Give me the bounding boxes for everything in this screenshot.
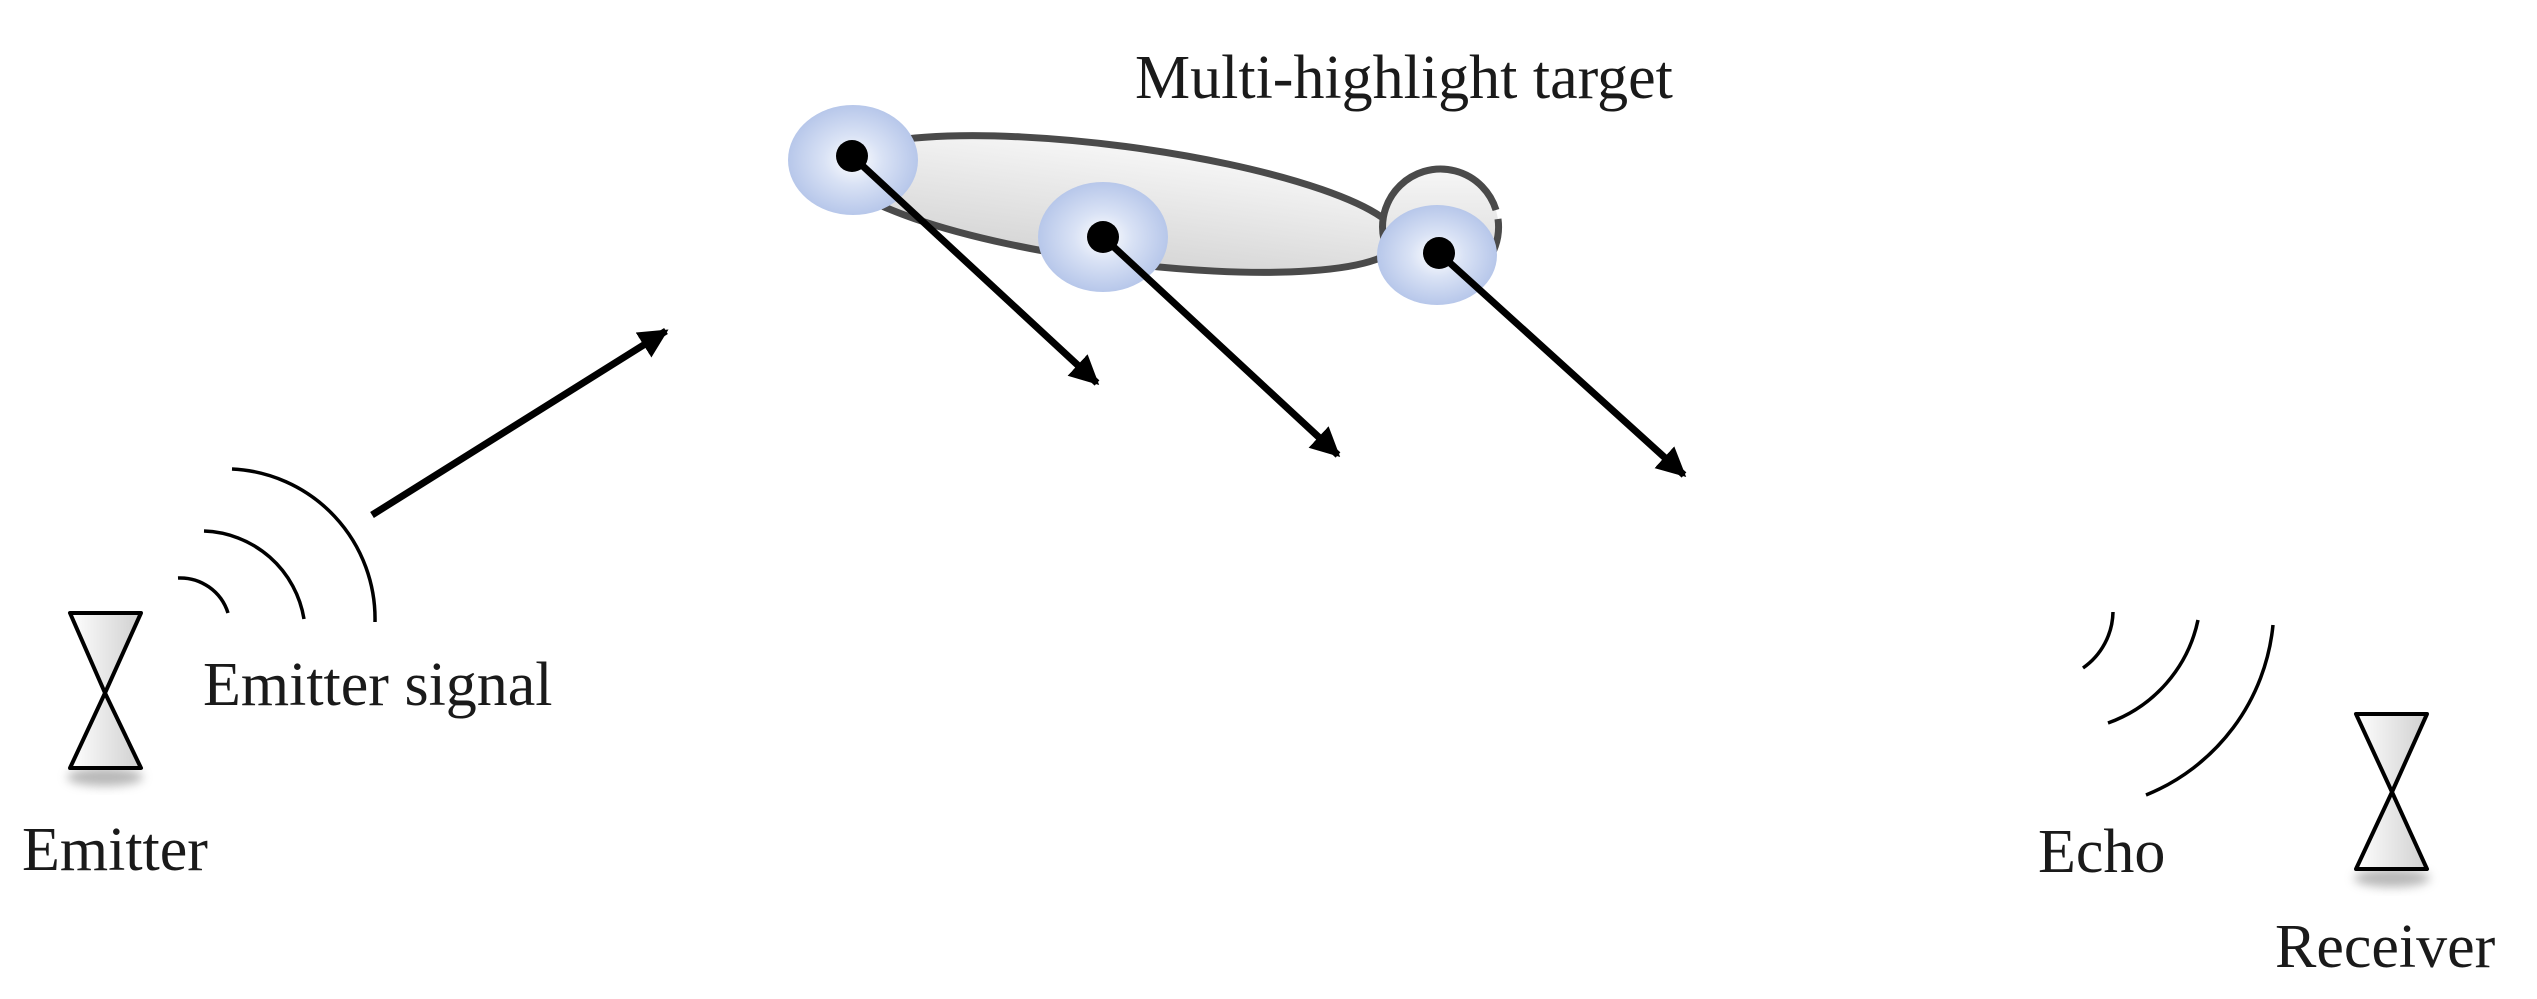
echo-label: Echo — [2038, 818, 2165, 886]
emitter-label: Emitter — [22, 816, 208, 884]
emitter-signal-arrow — [370, 328, 669, 518]
echo-arrow-1 — [849, 153, 1100, 386]
multi-highlight-target: Multi-highlight target — [788, 44, 1687, 478]
echo-arrow-2 — [1100, 234, 1341, 458]
emitter-transducer-icon — [67, 611, 143, 786]
emitter-wave-arcs-icon — [177, 467, 377, 623]
echo-wave-arcs-icon — [2081, 611, 2275, 797]
echo-arrow-3 — [1436, 250, 1687, 478]
receiver-group: Echo Receiver — [2038, 611, 2496, 981]
emitter-group: Emitter signal Emitter — [22, 328, 669, 884]
emitter-signal-label: Emitter signal — [203, 651, 553, 719]
receiver-transducer-icon — [2354, 712, 2430, 887]
receiver-label: Receiver — [2275, 913, 2496, 981]
target-label: Multi-highlight target — [1135, 44, 1673, 112]
